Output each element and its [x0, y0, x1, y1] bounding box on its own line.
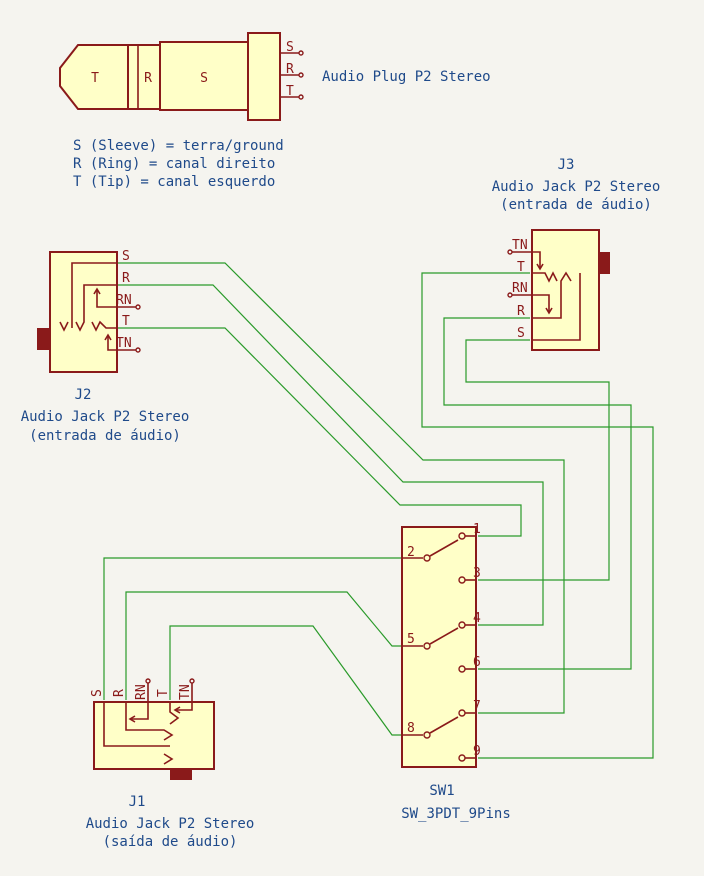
- jack-j2: S R RN T TN J2 Audio Jack P2 Stereo (ent…: [21, 249, 190, 444]
- j3-reference: J3: [558, 157, 575, 173]
- sw1-pin-4: 4: [473, 611, 481, 626]
- sw1-pin-5: 5: [407, 632, 415, 647]
- plug-pin-s: S: [286, 40, 294, 55]
- plug-pin-r: R: [286, 62, 294, 77]
- plug-segment-ring: R: [144, 71, 152, 86]
- j2-value: Audio Jack P2 Stereo: [21, 409, 190, 425]
- j2-description: (entrada de áudio): [29, 428, 181, 444]
- j3-pin-s: S: [517, 326, 525, 341]
- j2-reference: J2: [75, 387, 92, 403]
- sw1-pin-2: 2: [407, 545, 415, 560]
- wire-sw8-j1-t: [169, 625, 402, 736]
- j2-pin-tn: TN: [116, 336, 132, 351]
- jack-j3: TN T RN R S J3 Audio Jack P2 Stereo (ent…: [492, 157, 661, 351]
- j1-reference: J1: [129, 794, 146, 810]
- j3-pin-tn: TN: [512, 238, 528, 253]
- wire-j3-t-sw9: [421, 272, 654, 759]
- wires: [103, 262, 654, 759]
- plug-pin-t: T: [286, 84, 294, 99]
- sw1-pin-9: 9: [473, 744, 481, 759]
- j1-pin-t: T: [156, 689, 171, 697]
- j2-pin-r: R: [122, 271, 130, 286]
- j2-pin-s: S: [122, 249, 130, 264]
- sw1-value: SW_3PDT_9Pins: [401, 806, 511, 822]
- wire-sw2-j1-s: [103, 557, 402, 700]
- j2-pin-rn: RN: [116, 293, 132, 308]
- j2-pin-t: T: [122, 314, 130, 329]
- wire-j2-t-sw1: [118, 327, 522, 537]
- j1-pin-r: R: [112, 689, 127, 697]
- sw1-pin-8: 8: [407, 721, 415, 736]
- sw1-pin-6: 6: [473, 655, 481, 670]
- j1-value: Audio Jack P2 Stereo: [86, 816, 255, 832]
- sw1-reference: SW1: [429, 783, 454, 799]
- wire-j2-s-sw7: [118, 262, 565, 714]
- j3-value: Audio Jack P2 Stereo: [492, 179, 661, 195]
- sw1-pin-3: 3: [473, 566, 481, 581]
- j1-pin-tn: TN: [178, 684, 193, 700]
- jack-j1: S R RN T TN J1 Audio Jack P2 Stereo (saí…: [86, 678, 255, 850]
- wire-j3-s-sw3: [465, 339, 610, 581]
- j1-pin-rn: RN: [134, 684, 149, 700]
- wire-j2-r-sw4: [118, 284, 544, 626]
- j3-pin-rn: RN: [512, 281, 528, 296]
- audio-plug-symbol: T R S S R T Audio Plug P2 Stereo: [59, 32, 491, 121]
- plug-segment-tip: T: [91, 71, 99, 86]
- j1-description: (saída de áudio): [103, 834, 238, 850]
- plug-title: Audio Plug P2 Stereo: [322, 69, 491, 85]
- wire-sw5-j1-r: [125, 591, 402, 700]
- legend-ring: R (Ring) = canal direito: [73, 156, 275, 172]
- switch-sw1: 1 2 3 4 5 6 7 8 9 SW1 SW_3PDT_9Pins: [401, 522, 511, 822]
- sw1-pin-7: 7: [473, 699, 481, 714]
- plug-segment-sleeve: S: [200, 71, 208, 86]
- j3-description: (entrada de áudio): [500, 197, 652, 213]
- wire-j3-r-sw6: [443, 317, 632, 670]
- plug-legend: S (Sleeve) = terra/ground R (Ring) = can…: [73, 138, 284, 190]
- j1-pin-s: S: [90, 689, 105, 697]
- j3-pin-t: T: [517, 260, 525, 275]
- legend-tip: T (Tip) = canal esquerdo: [73, 174, 275, 190]
- j3-pin-r: R: [517, 304, 525, 319]
- legend-sleeve: S (Sleeve) = terra/ground: [73, 138, 284, 154]
- sw1-pin-1: 1: [473, 522, 481, 537]
